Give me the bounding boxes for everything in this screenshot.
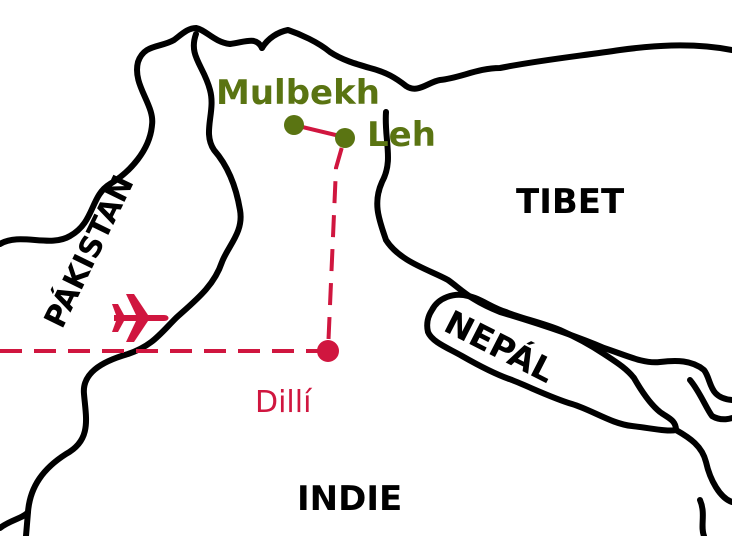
airplane-icon <box>112 294 169 342</box>
border-pakistan-afghanistan <box>0 25 265 247</box>
border-pakistan-india <box>23 31 244 536</box>
mulbekh-label: Mulbekh <box>216 73 380 113</box>
tibet-label: TIBET <box>516 182 625 222</box>
pakistan-label: PÁKISTÁN <box>37 169 142 333</box>
border-east <box>673 377 732 536</box>
border-kashmir-north <box>259 27 732 92</box>
leh-marker <box>335 128 355 148</box>
border-nepal <box>424 291 679 434</box>
leh-label: Leh <box>367 115 436 155</box>
delhi-label: Dillí <box>255 385 313 420</box>
india-label: INDIE <box>297 479 402 519</box>
border-southwest-coast <box>0 509 31 531</box>
mulbekh-marker <box>284 115 304 135</box>
flight-route <box>0 139 346 353</box>
delhi-marker <box>317 340 339 362</box>
